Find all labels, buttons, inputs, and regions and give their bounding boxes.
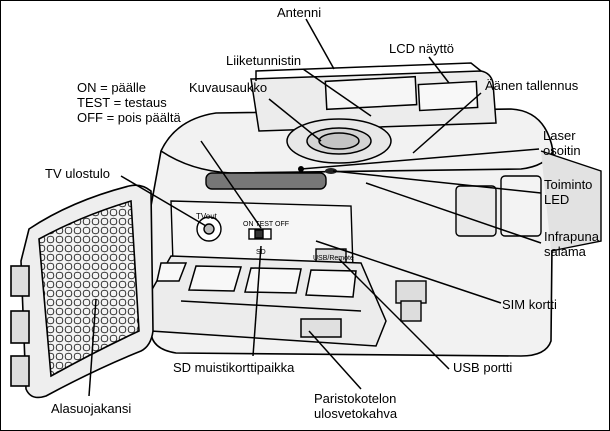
latch xyxy=(395,280,427,322)
label-paristo: Paristokotelon ulosvetokahva xyxy=(314,391,398,421)
device-usb-text: USB/Remote xyxy=(313,255,354,262)
top-lid xyxy=(250,62,497,132)
label-alasuoja: Alasuojakansi xyxy=(51,401,132,416)
device-switch-text: ON TEST OFF xyxy=(243,221,290,228)
label-infrapuna: Infrapuna salama xyxy=(544,229,599,259)
label-toiminto: Toiminto LED xyxy=(544,177,593,207)
label-lcd: LCD näyttö xyxy=(389,41,455,56)
lens-assembly xyxy=(286,118,392,164)
label-sd: SD muistikorttipaikka xyxy=(173,360,295,375)
label-tv: TV ulostulo xyxy=(45,166,111,181)
label-antenni: Antenni xyxy=(277,5,322,20)
device-sd-text: SD xyxy=(256,249,266,256)
right-side xyxy=(455,150,602,252)
label-laser: Laser osoitin xyxy=(543,128,581,158)
ir-flash-strip xyxy=(205,172,327,190)
label-usb: USB portti xyxy=(453,360,513,375)
status-led xyxy=(325,168,337,174)
leader-lines xyxy=(88,18,542,397)
label-aanen: Äänen tallennus xyxy=(485,78,579,93)
label-liiketunnistin: Liiketunnistin xyxy=(226,53,302,68)
label-on-test-off: ON = päälle TEST = testaus OFF = pois pä… xyxy=(77,80,181,125)
device-tvout-text: TVout xyxy=(196,212,217,221)
label-kuvausaukko: Kuvausaukko xyxy=(189,80,268,95)
label-sim: SIM kortti xyxy=(502,297,557,312)
inner-panel xyxy=(170,200,354,270)
bottom-door xyxy=(10,184,154,399)
